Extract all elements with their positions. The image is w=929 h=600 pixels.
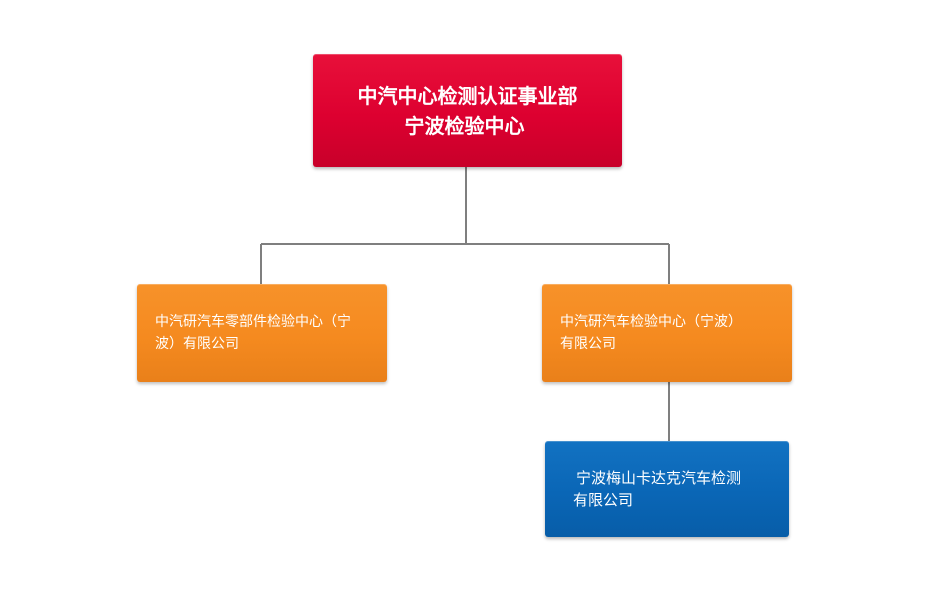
- child-node-vehicle-center-line2: 有限公司: [560, 336, 616, 352]
- child-node-vehicle-center: 中汽研汽车检验中心（宁波） 有限公司: [542, 284, 792, 382]
- grandchild-node-meishan: 宁波梅山卡达克汽车检测 有限公司: [545, 441, 789, 537]
- grandchild-node-meishan-line1: 宁波梅山卡达克汽车检测: [576, 469, 742, 487]
- child-node-vehicle-center-line1: 中汽研汽车检验中心（宁波）: [560, 314, 742, 330]
- root-node: 中汽中心检测认证事业部 宁波检验中心: [313, 54, 622, 167]
- child-node-parts-center: 中汽研汽车零部件检验中心（宁 波）有限公司: [137, 284, 387, 382]
- child-node-parts-center-line2: 波）有限公司: [155, 336, 239, 352]
- root-node-line1: 中汽中心检测认证事业部: [357, 83, 578, 108]
- child-node-parts-center-line1: 中汽研汽车零部件检验中心（宁: [155, 314, 351, 330]
- grandchild-node-meishan-line2: 有限公司: [573, 491, 634, 509]
- root-node-line2: 宁波检验中心: [404, 113, 525, 138]
